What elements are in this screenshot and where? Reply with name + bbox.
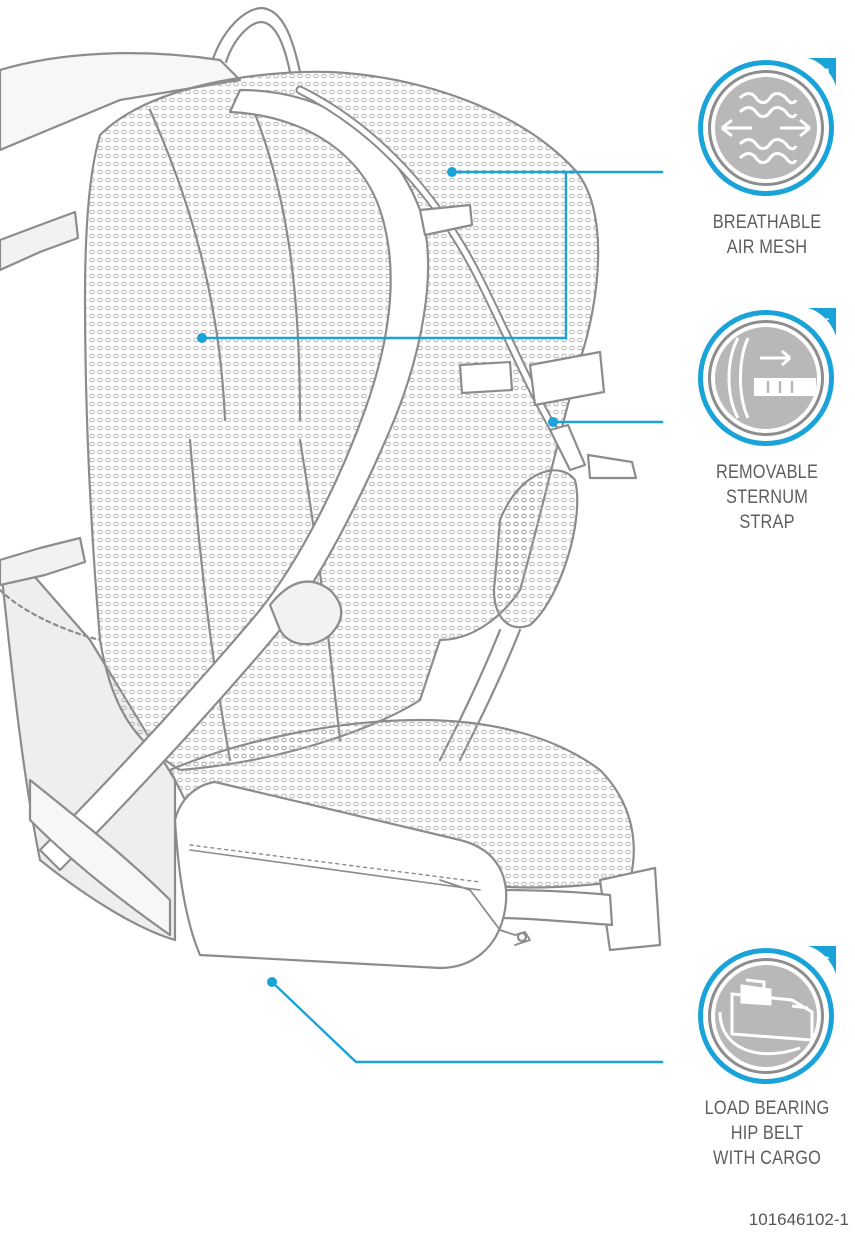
badge-number-5: 5 xyxy=(822,315,830,331)
feature-label-line: REMOVABLE xyxy=(715,462,819,483)
feature-label-line: WITH CARGO xyxy=(713,1148,821,1169)
back-panel-mesh xyxy=(83,70,600,772)
callout-dots xyxy=(197,167,558,987)
ladder-lock-buckle xyxy=(268,580,343,646)
hip-belt-pocket xyxy=(173,780,508,970)
feature-label-line: HIP BELT xyxy=(730,1123,804,1144)
callout-line-hip-belt xyxy=(270,980,664,1064)
feature-label-line: LOAD BEARING xyxy=(704,1098,830,1119)
pack-body xyxy=(0,52,242,152)
hip-belt-cargo-icon xyxy=(718,978,814,1056)
badge-number-4: 4 xyxy=(822,65,830,81)
side-buckle xyxy=(0,210,80,272)
feature-label-line: BREATHABLE xyxy=(712,212,822,233)
feature-label-air-mesh: BREATHABLE AIR MESH xyxy=(703,210,832,260)
feature-badge-4: 4 xyxy=(698,58,836,196)
callout-dot-air-mesh-shoulder xyxy=(447,167,457,177)
feature-label-sternum-strap: REMOVABLE STERNUM STRAP xyxy=(703,460,832,535)
badge-number-6: 6 xyxy=(822,953,830,969)
callout-dot-hip-belt xyxy=(267,977,277,987)
carry-handle xyxy=(210,6,302,74)
callout-lines xyxy=(200,170,664,1064)
feature-label-line: AIR MESH xyxy=(726,237,808,258)
air-mesh-icon xyxy=(721,92,811,165)
feature-label-line: STERNUM xyxy=(726,487,808,508)
sternum-strap xyxy=(458,360,514,395)
feature-label-hip-belt: LOAD BEARING HIP BELT WITH CARGO xyxy=(703,1096,832,1171)
sternum-strap-icon xyxy=(727,337,816,419)
feature-badge-6: 6 xyxy=(698,946,836,1084)
callout-dot-sternum-strap xyxy=(548,417,558,427)
feature-badge-5: 5 xyxy=(698,308,836,446)
callout-dot-air-mesh-back xyxy=(197,333,207,343)
backpack-illustration xyxy=(0,6,662,970)
product-code: 101646102-1 xyxy=(748,1210,849,1229)
shoulder-strap xyxy=(38,88,430,872)
callout-line-air-mesh xyxy=(200,170,664,340)
feature-label-line: STRAP xyxy=(739,512,795,533)
